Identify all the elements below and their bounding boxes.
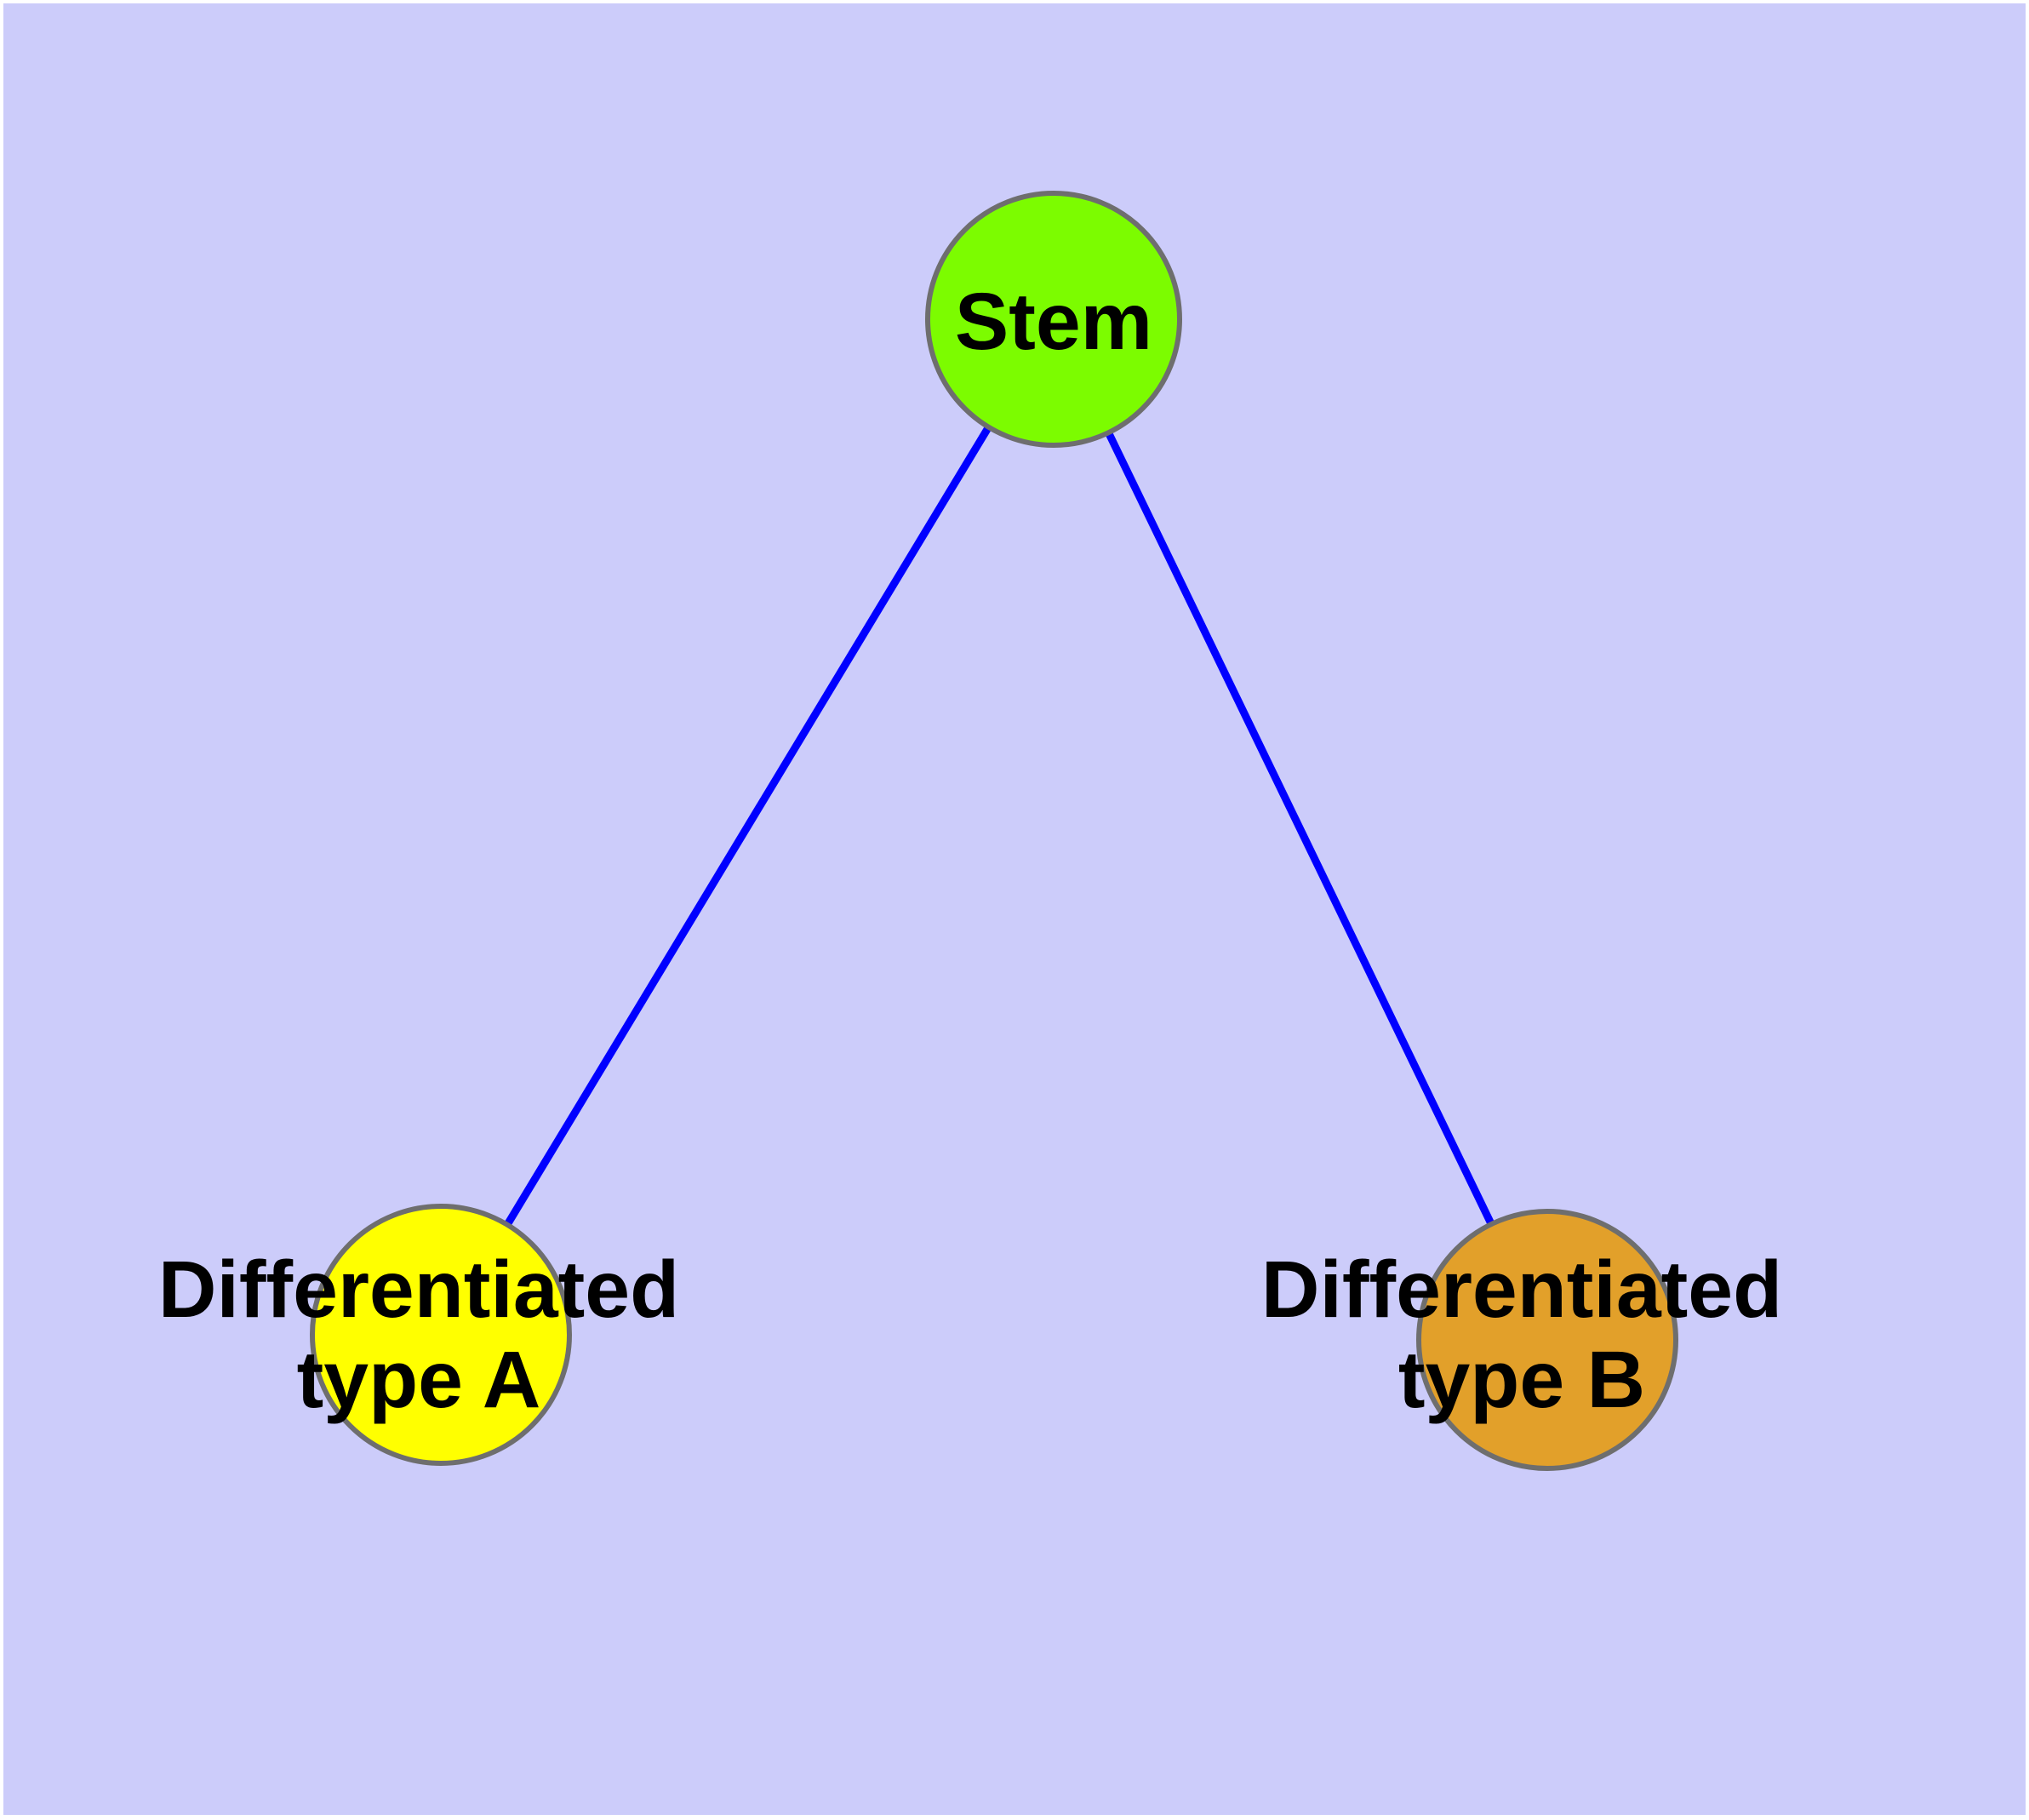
node-label-line: type B	[1398, 1335, 1645, 1425]
node-label-line: Differentiated	[158, 1245, 679, 1335]
graph-node-diff-a[interactable]	[310, 1204, 572, 1466]
graph-node-stem[interactable]	[925, 191, 1182, 448]
node-label-line: type A	[297, 1335, 541, 1425]
node-label-stem: Stem	[955, 277, 1152, 367]
graph-edge[interactable]	[437, 317, 1057, 1337]
nodes-layer	[310, 191, 1678, 1471]
graph-edge[interactable]	[1049, 318, 1552, 1342]
edges-layer	[437, 317, 1552, 1342]
node-label-line: Stem	[955, 277, 1152, 367]
graph-node-diff-b[interactable]	[1416, 1209, 1678, 1471]
node-label-line: Differentiated	[1261, 1245, 1782, 1335]
